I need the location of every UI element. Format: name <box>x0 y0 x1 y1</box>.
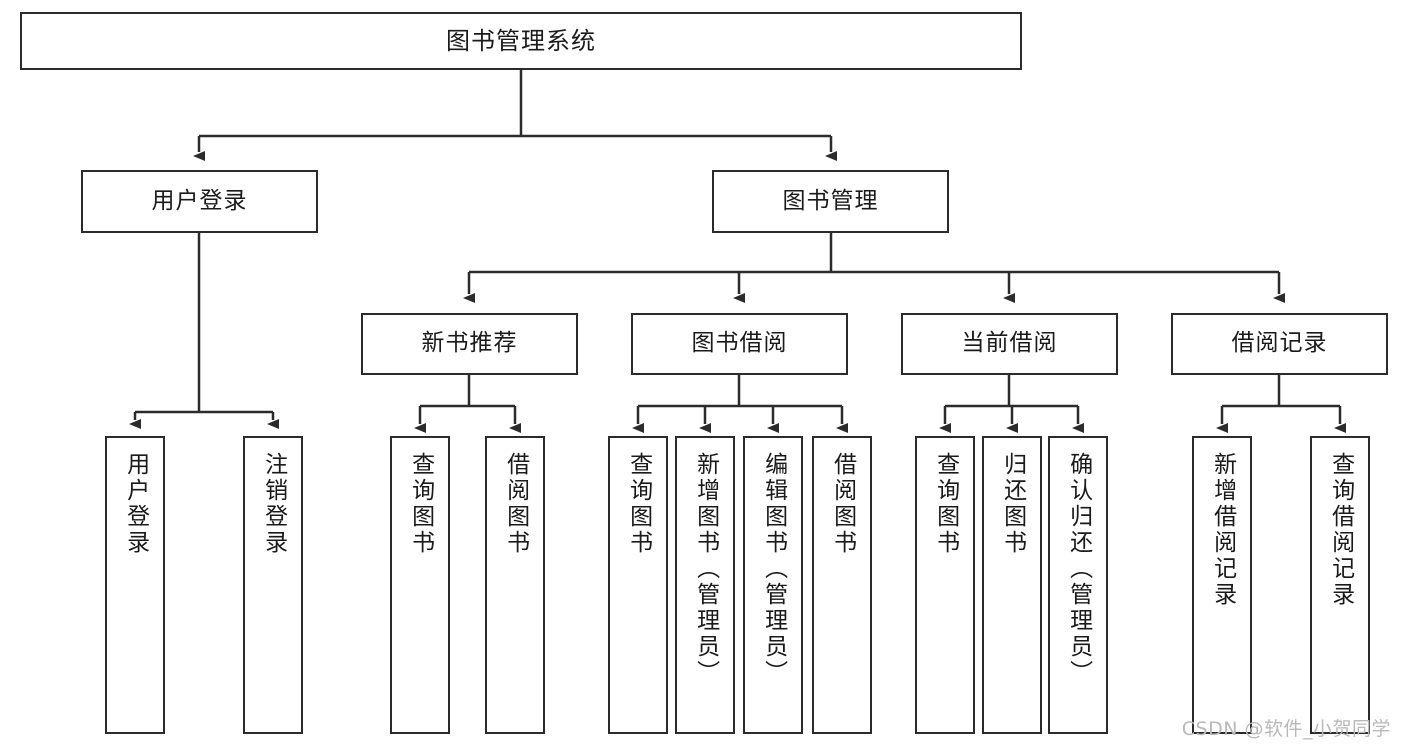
node-label: 借阅图书 <box>829 452 856 556</box>
leaf-current-confirm-return[interactable]: 确认归还（管理员） <box>1048 436 1108 734</box>
node-label: 借阅图书 <box>502 452 529 556</box>
node-label: 当前借阅 <box>961 330 1058 357</box>
node-label: 新书推荐 <box>421 330 518 357</box>
leaf-current-query-book[interactable]: 查询图书 <box>915 436 975 734</box>
node-label: 归还图书 <box>999 452 1026 556</box>
leaf-borrow-borrow-book[interactable]: 借阅图书 <box>812 436 872 734</box>
leaf-records-add-record[interactable]: 新增借阅记录 <box>1192 436 1252 734</box>
node-borrow-records[interactable]: 借阅记录 <box>1171 313 1388 375</box>
leaf-records-query-record[interactable]: 查询借阅记录 <box>1310 436 1370 734</box>
node-label: 用户登录 <box>151 187 248 214</box>
node-label: 用户登录 <box>122 452 149 556</box>
leaf-new-book-borrow-book[interactable]: 借阅图书 <box>485 436 545 734</box>
node-user-login[interactable]: 用户登录 <box>81 170 318 233</box>
node-label: 确认归还（管理员） <box>1065 452 1092 686</box>
leaf-borrow-query-book[interactable]: 查询图书 <box>608 436 668 734</box>
node-book-management[interactable]: 图书管理 <box>712 170 949 233</box>
node-current-borrow[interactable]: 当前借阅 <box>901 313 1118 375</box>
node-label: 查询图书 <box>625 452 652 556</box>
node-label: 图书借阅 <box>691 330 788 357</box>
node-label: 注销登录 <box>260 452 287 556</box>
leaf-current-return-book[interactable]: 归还图书 <box>982 436 1042 734</box>
leaf-logout[interactable]: 注销登录 <box>243 436 303 734</box>
node-new-book-recommend[interactable]: 新书推荐 <box>361 313 578 375</box>
node-label: 新增借阅记录 <box>1209 452 1236 608</box>
leaf-new-book-query-book[interactable]: 查询图书 <box>390 436 450 734</box>
leaf-borrow-edit-book[interactable]: 编辑图书（管理员） <box>743 436 803 734</box>
node-label: 图书管理 <box>782 187 879 214</box>
node-label: 编辑图书（管理员） <box>760 452 787 686</box>
node-label: 借阅记录 <box>1231 330 1328 357</box>
watermark: CSDN @软件_小贺同学 <box>1181 718 1391 740</box>
node-label: 查询图书 <box>932 452 959 556</box>
node-label: 查询借阅记录 <box>1327 452 1354 608</box>
node-label: 查询图书 <box>407 452 434 556</box>
node-root-system[interactable]: 图书管理系统 <box>20 12 1022 70</box>
node-book-borrow[interactable]: 图书借阅 <box>631 313 848 375</box>
leaf-user-login[interactable]: 用户登录 <box>105 436 165 734</box>
leaf-borrow-add-book[interactable]: 新增图书（管理员） <box>675 436 735 734</box>
node-label: 新增图书（管理员） <box>692 452 719 686</box>
node-label: 图书管理系统 <box>446 26 596 55</box>
